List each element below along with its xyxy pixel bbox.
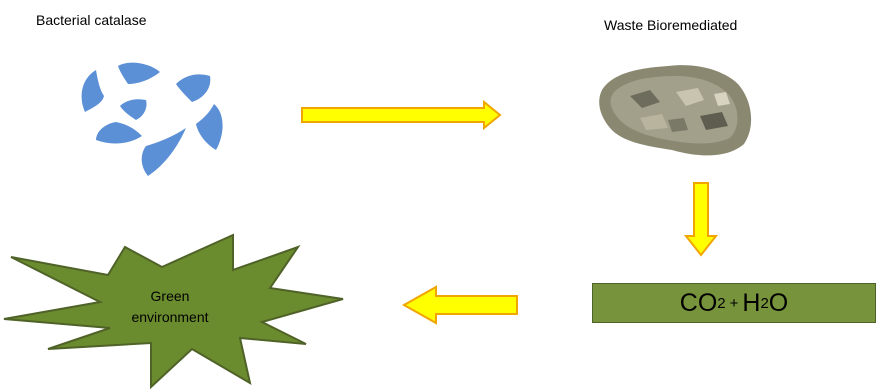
co2-subscript: 2	[717, 294, 726, 312]
waste-rock-image	[599, 65, 752, 156]
arrow-down	[683, 182, 719, 257]
o-text: O	[768, 288, 789, 317]
green-environment-line2: environment	[131, 309, 209, 325]
arrow-right	[301, 99, 502, 131]
plus-sign: +	[729, 294, 739, 312]
green-environment-starburst	[3, 233, 344, 390]
bacterial-catalase-label: Bacterial catalase	[36, 12, 147, 28]
green-environment-line1: Green	[150, 288, 190, 304]
waste-bioremediated-label: Waste Bioremediated	[604, 17, 738, 33]
co-text: CO	[679, 288, 718, 317]
h-text: H	[742, 288, 761, 317]
h2o-subscript: 2	[760, 294, 769, 312]
arrow-left	[401, 285, 518, 325]
catalase-icon	[81, 62, 223, 176]
green-environment-label: Green environment	[115, 286, 225, 328]
